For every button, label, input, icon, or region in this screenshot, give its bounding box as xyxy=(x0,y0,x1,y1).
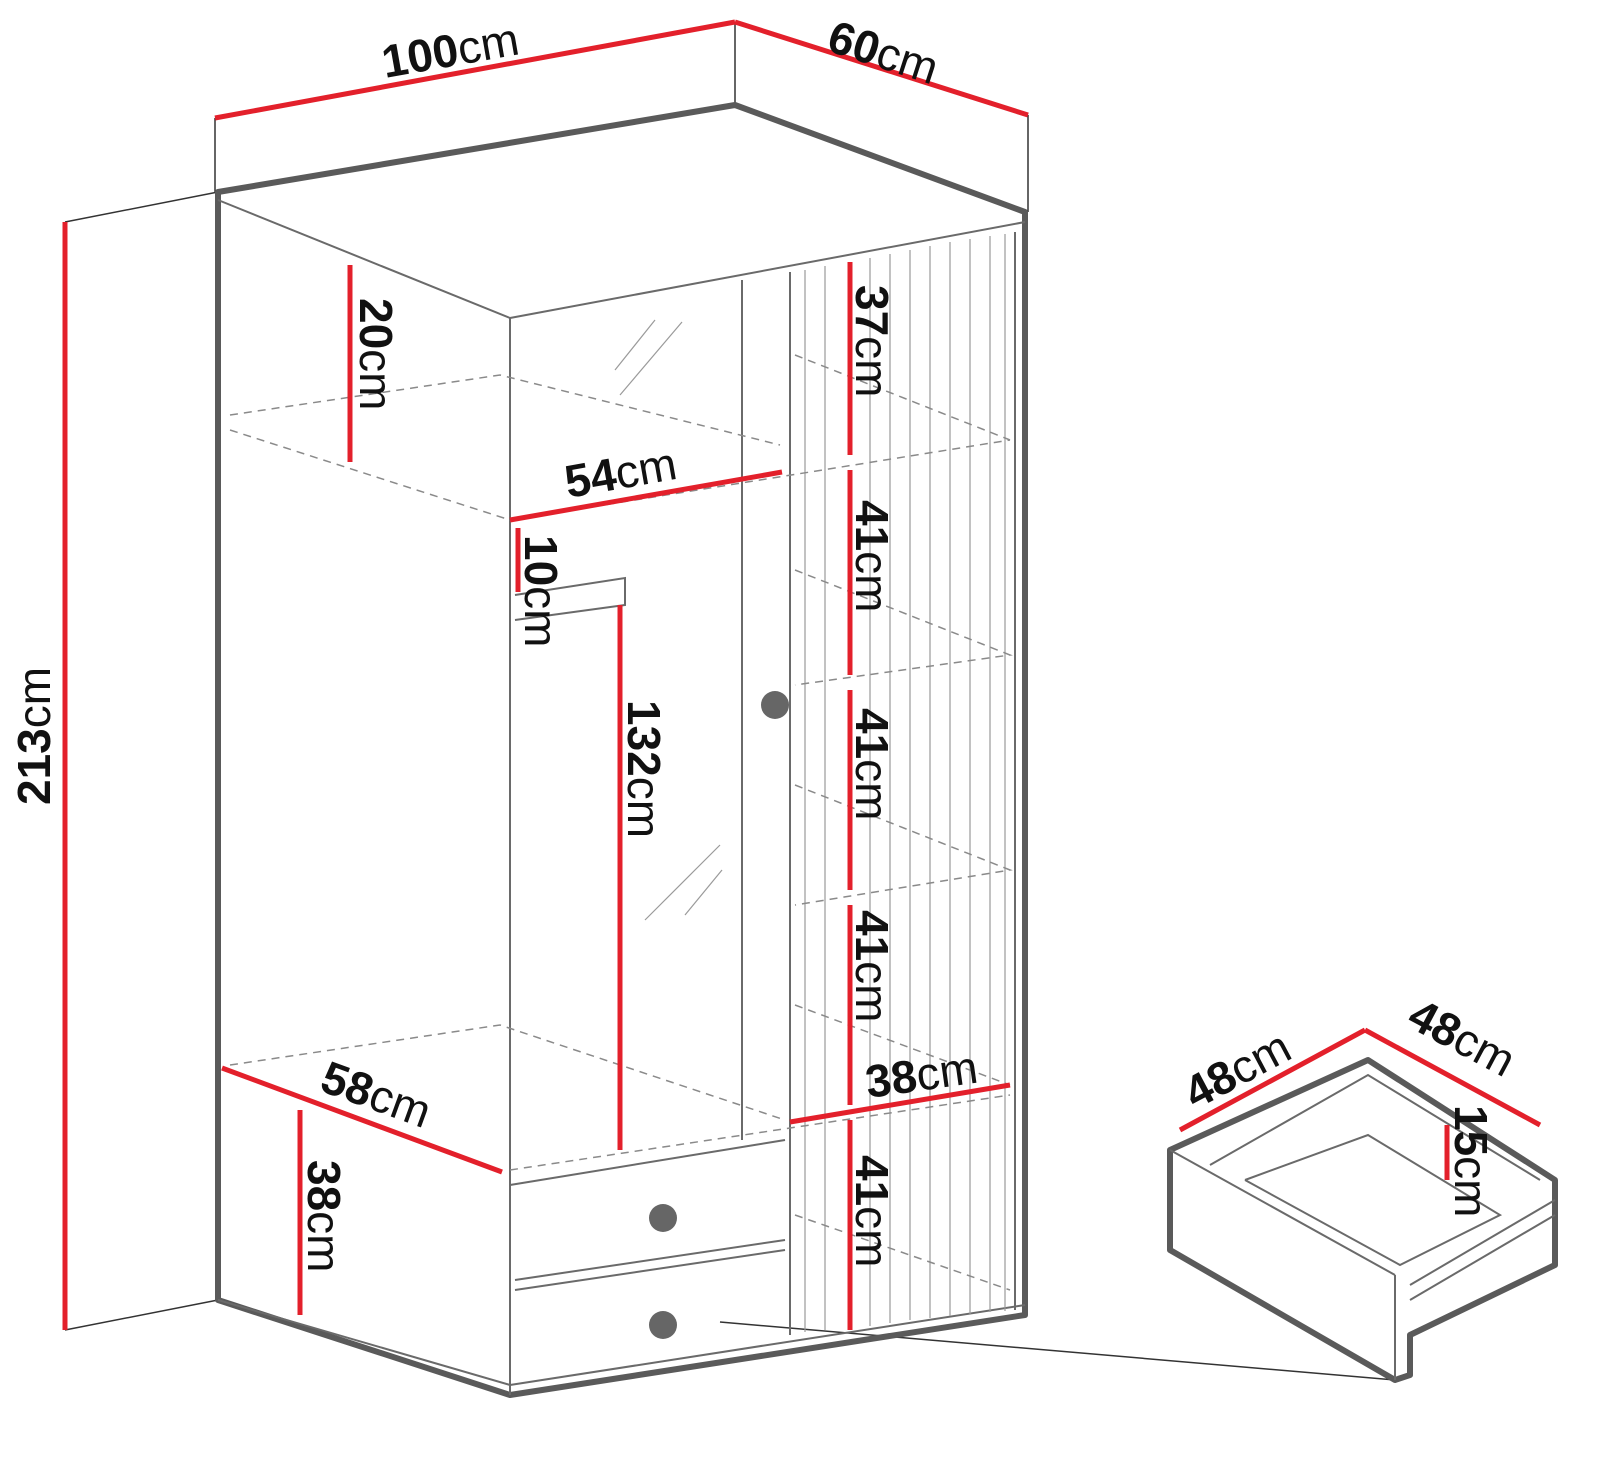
drawer-knob-icon xyxy=(649,1311,677,1339)
wardrobe xyxy=(215,102,1028,1398)
top-shelf-label: 20cm xyxy=(350,298,402,411)
drawer-zone-label: 38cm xyxy=(298,1160,350,1273)
shelf-5-label: 41cm xyxy=(846,1155,898,1268)
extension-lines xyxy=(64,22,1396,1381)
shelf-1-label: 37cm xyxy=(846,285,898,398)
width-label: 100cm xyxy=(378,13,523,88)
shelf-2-label: 41cm xyxy=(846,500,898,613)
door-knob-icon xyxy=(761,691,789,719)
depth-label: 60cm xyxy=(822,10,945,94)
inner-depth-label: 54cm xyxy=(561,437,681,508)
shelf-4-label: 41cm xyxy=(846,910,898,1023)
drawer-width-label: 48cm xyxy=(1175,1020,1299,1119)
drawer-height-label: 15cm xyxy=(1445,1105,1497,1218)
rail-gap-label: 10cm xyxy=(515,535,567,648)
drawer-knob-icon xyxy=(649,1204,677,1232)
height-label: 213cm xyxy=(8,667,60,805)
fluted-door-panel xyxy=(804,234,1006,1332)
shelf-width-label: 38cm xyxy=(862,1041,981,1108)
drawer-depth-label: 48cm xyxy=(1400,988,1524,1087)
hanging-label: 132cm xyxy=(618,700,670,838)
dimension-labels: 100cm 60cm 213cm 20cm 54cm 10cm 132cm 37… xyxy=(8,10,1524,1272)
drawer-detail xyxy=(1167,1057,1558,1383)
shelf-3-label: 41cm xyxy=(846,708,898,821)
dimension-lines xyxy=(62,19,1542,1330)
